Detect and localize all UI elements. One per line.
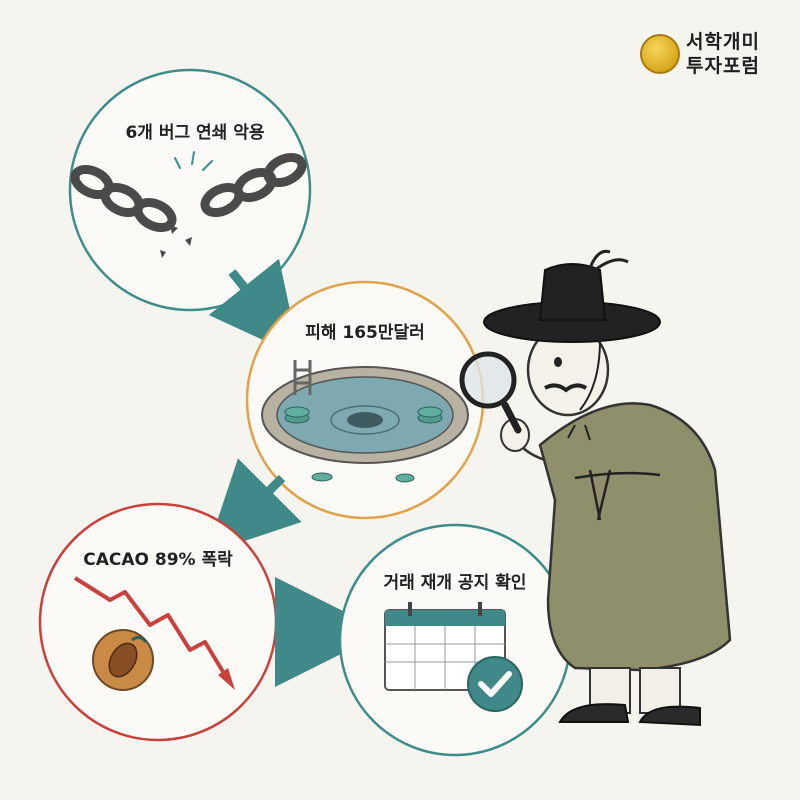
- chain-debris-icon: [160, 225, 192, 258]
- flow-arrow-2: [206, 458, 302, 554]
- gat-hat-icon: [483, 249, 661, 343]
- step-circle-3: [38, 502, 278, 742]
- step-1-label: 6개 버그 연쇄 악용: [125, 123, 265, 143]
- forum-logo: 서학개미 투자포럼: [640, 28, 780, 88]
- coin-stack-icon: [284, 406, 443, 483]
- crack-spark-icon: [174, 151, 213, 171]
- left-shoe-icon: [558, 703, 630, 723]
- check-mark-icon: [467, 656, 523, 712]
- logo-line-1: 서학개미: [686, 31, 760, 53]
- scholar-detective-illustration: [459, 249, 732, 727]
- right-shoe-icon: [638, 705, 701, 727]
- cacao-coin-icon: [92, 629, 154, 691]
- logo-line-2: 투자포럼: [686, 55, 760, 77]
- gold-coin-logo-icon: [640, 34, 680, 74]
- flow-arrow-1: [208, 258, 301, 358]
- step-circle-1: [68, 68, 312, 312]
- crash-line-icon: [73, 576, 230, 682]
- step-3-label: CACAO 89% 폭락: [83, 550, 233, 570]
- magnifying-glass-icon: [459, 351, 522, 434]
- broken-chain-icon: [70, 152, 307, 233]
- drained-pool-icon: [261, 360, 469, 464]
- step-circle-4: [338, 523, 572, 757]
- step-4-label: 거래 재개 공지 확인: [383, 573, 527, 593]
- step-2-label: 피해 165만달러: [305, 323, 425, 343]
